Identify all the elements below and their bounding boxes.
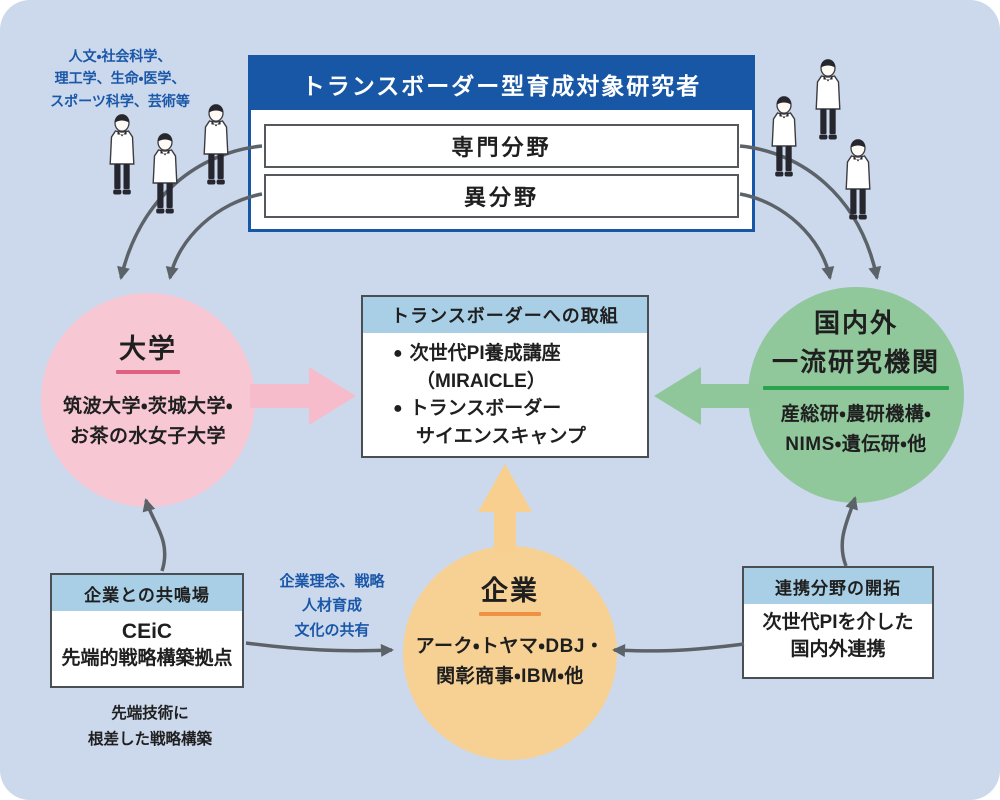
collaboration-box-title: 連携分野の開拓 [744, 568, 932, 604]
title-underline [763, 386, 949, 390]
ceic-box: 企業との共鳴場 CEiC 先端的戦略構築拠点 [50, 573, 244, 688]
title-underline [479, 612, 541, 616]
institutes-circle: 国内外 一流研究機関 産総研・農研機構・ NIMS・遺伝研・他 [748, 287, 964, 503]
researchers-box-title: トランスボーダー型育成対象研究者 [251, 58, 752, 110]
list-item-continuation: （MIRAICLE） [416, 370, 546, 392]
university-members: 筑波大学・茨城大学・ [63, 396, 233, 417]
fields-note-line: 人文・社会科学、 [68, 48, 172, 64]
university-circle: 大学 筑波大学・茨城大学・ お茶の水女子大学 [41, 293, 255, 507]
fields-note-line: スポーツ科学、芸術等 [50, 92, 190, 109]
ceic-box-title: 企業との共鳴場 [52, 575, 242, 611]
university-circle-title: 大学 [119, 334, 177, 364]
company-members: 関彰商事・IBM・他 [436, 666, 584, 688]
shared-values-note: 企業理念、戦略 人材育成 文化の共有 [279, 573, 385, 639]
transborder-box-body: ● 次世代PI養成講座 （MIRAICLE） ● トランスボーダー サイエンスキ… [363, 333, 647, 450]
institutes-members: 産総研・農研機構・ [780, 404, 932, 425]
company-circle: 企業 アーク・トヤマ・DBJ・ 関彰商事・IBM・他 [403, 546, 617, 760]
list-item-continuation: サイエンスキャンプ [416, 425, 586, 447]
bullet-icon: ● [393, 400, 403, 418]
title-underline [116, 370, 180, 374]
fields-note-line: 理工学、生命・医学、 [54, 70, 186, 87]
field-row-different: 異分野 [264, 174, 739, 218]
company-circle-title: 企業 [481, 576, 539, 606]
ceic-note: 先端技術に 根差した戦略構築 [87, 705, 212, 748]
bullet-icon: ● [393, 345, 403, 362]
researchers-box-body: 専門分野 異分野 [251, 110, 752, 218]
transborder-initiatives-box: トランスボーダーへの取組 ● 次世代PI養成講座 （MIRAICLE） ● トラ… [361, 295, 649, 458]
collaboration-box-body: 次世代PIを介した 国内外連携 [762, 612, 914, 660]
field-row-specialized: 専門分野 [264, 124, 739, 168]
institutes-members: NIMS・遺伝研・他 [785, 434, 927, 456]
list-item: ● トランスボーダー [393, 395, 637, 423]
university-members: お茶の水女子大学 [69, 426, 226, 448]
institutes-circle-title: 国内外 一流研究機関 [771, 308, 940, 377]
transborder-box-title: トランスボーダーへの取組 [363, 297, 647, 333]
fields-note: 人文・社会科学、 理工学、生命・医学、 スポーツ科学、芸術等 [20, 45, 220, 112]
ceic-box-body: CEiC 先端的戦略構築拠点 [61, 620, 233, 670]
company-members: アーク・トヤマ・DBJ・ [415, 636, 605, 657]
researchers-box: トランスボーダー型育成対象研究者 専門分野 異分野 [248, 55, 755, 232]
collaboration-box: 連携分野の開拓 次世代PIを介した 国内外連携 [742, 566, 934, 679]
list-item: ● 次世代PI養成講座 [393, 340, 637, 368]
